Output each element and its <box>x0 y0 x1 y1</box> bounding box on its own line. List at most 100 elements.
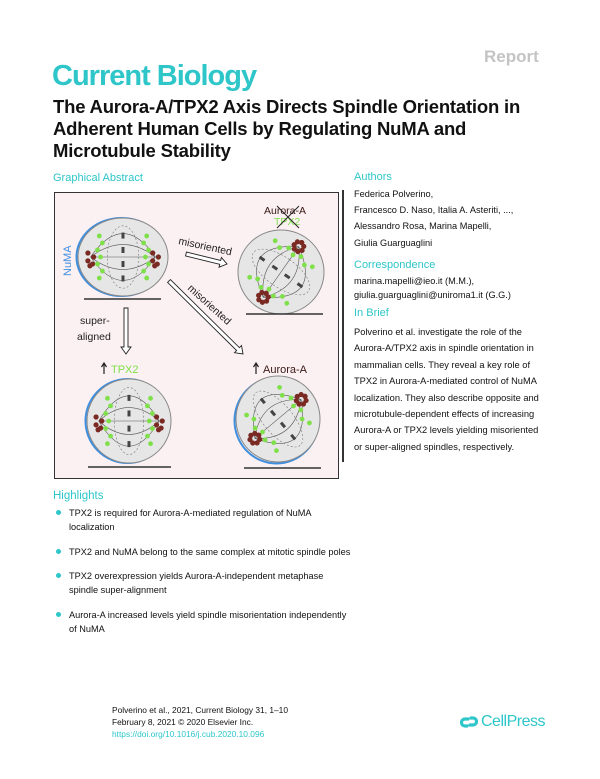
tpx2-dot <box>255 276 261 282</box>
chromosome <box>127 410 131 417</box>
aurora-a-dot <box>291 246 297 252</box>
tpx2-dot <box>98 254 103 260</box>
microtubule <box>98 407 160 422</box>
graphical-abstract-figure: NuMA misoriented misoriented super- alig… <box>62 205 325 469</box>
authors-heading: Authors <box>354 171 392 183</box>
journal-name: Current Biology <box>52 60 257 92</box>
aligned-label: aligned <box>77 331 111 343</box>
tpx2-dot <box>103 411 109 416</box>
microtubule <box>263 246 300 298</box>
tpx2-dot <box>141 240 146 246</box>
tpx2-dot <box>301 262 307 268</box>
tpx2-dot <box>96 275 102 281</box>
aurora-a-dot <box>85 258 91 264</box>
correspondence: marina.mapelli@ieo.it (M.M.), giulia.gua… <box>354 274 554 302</box>
tpx2-dot <box>277 384 282 390</box>
increase-arrow-icon <box>252 361 260 374</box>
aurora-a-dot <box>252 430 258 437</box>
astral-ring <box>113 387 144 455</box>
chromosome <box>290 433 297 441</box>
tpx2-dot <box>100 240 105 246</box>
chromosome <box>283 273 291 280</box>
aurora-a-dot <box>254 440 260 446</box>
aurora-a-dot <box>155 254 161 260</box>
aurora-a-dot <box>159 418 165 424</box>
tpx2-dot <box>291 403 296 409</box>
highlight-item: TPX2 is required for Aurora-A-mediated r… <box>54 506 354 534</box>
aurora-a-dot <box>300 401 307 407</box>
tpx2-dot <box>96 233 102 239</box>
tpx2-dot <box>146 418 152 424</box>
microtubule <box>98 420 160 435</box>
highlight-text: TPX2 is required for Aurora-A-mediated r… <box>69 508 312 532</box>
email-link[interactable]: marina.mapelli@ieo.it (M.M.), <box>354 276 475 286</box>
tpx2-dot <box>146 261 151 267</box>
email-link[interactable]: giulia.guarguaglini@uniroma1.it (G.G.) <box>354 290 511 300</box>
spindle <box>93 387 165 455</box>
cell-3 <box>84 378 172 468</box>
tpx2-dot <box>252 425 258 431</box>
cell-2 <box>237 229 325 315</box>
article-type: Report <box>484 47 539 66</box>
tpx2-dot <box>108 433 113 439</box>
astral-ring <box>106 225 140 289</box>
chromosome <box>127 425 131 432</box>
column-divider <box>342 190 344 462</box>
tpx2-dot <box>286 245 292 251</box>
highlights-list: TPX2 is required for Aurora-A-mediated r… <box>54 506 354 646</box>
chromosome <box>121 261 125 268</box>
aurora-a-dot <box>256 297 262 303</box>
tpx2-dot <box>148 395 153 401</box>
author-line: Francesco D. Naso, Italia A. Asteriti, .… <box>354 205 514 216</box>
tpx2-dot <box>307 420 312 426</box>
super-aligned-arrow <box>120 307 132 355</box>
tpx2-dot <box>279 392 285 398</box>
tpx2-dot <box>100 268 105 274</box>
cell-4 <box>233 375 321 469</box>
doi-link[interactable]: https://doi.org/10.1016/j.cub.2020.10.09… <box>112 729 265 739</box>
tpx2-dot <box>244 412 249 418</box>
tpx2-dot <box>106 418 112 424</box>
super-label: super- <box>80 315 110 327</box>
author-list: Federica Polverino, Francesco D. Naso, I… <box>354 186 554 251</box>
in-brief-heading: In Brief <box>354 307 389 319</box>
arrow-shape <box>120 307 132 355</box>
tpx2-dot <box>149 426 155 431</box>
highlight-item: TPX2 and NuMA belong to the same complex… <box>54 545 354 559</box>
citation: Polverino et al., 2021, Current Biology … <box>112 705 288 715</box>
tpx2-dot <box>146 247 151 253</box>
author-line: Giulia Guarguaglini <box>354 237 433 248</box>
increase-arrow-icon <box>100 361 108 374</box>
author-line: Federica Polverino, <box>354 189 434 199</box>
highlight-item: TPX2 overexpression yields Aurora-A-inde… <box>54 569 354 597</box>
tpx2-dot <box>95 261 100 267</box>
in-brief-text: Polverino et al. investigate the role of… <box>354 327 539 452</box>
chromosome <box>121 246 125 253</box>
bullet-icon <box>56 548 61 554</box>
tpx2-dot <box>288 395 294 401</box>
tpx2-dot <box>290 252 296 258</box>
footer-citation: Polverino et al., 2021, Current Biology … <box>112 704 288 740</box>
spindle <box>247 238 315 306</box>
tpx2-dot <box>284 300 290 306</box>
arrow-shape <box>166 278 244 355</box>
aurora-a-dot <box>93 422 99 428</box>
highlight-item: Aurora-A increased levels yield spindle … <box>54 608 354 636</box>
highlight-text: Aurora-A increased levels yield spindle … <box>69 609 347 634</box>
highlights-heading: Highlights <box>53 490 104 502</box>
highlight-text: TPX2 overexpression yields Aurora-A-inde… <box>69 571 324 595</box>
aurora-a-dot <box>91 254 97 260</box>
aurora-a-dot <box>93 414 99 420</box>
chromosome <box>296 282 304 289</box>
aurora-a-dot <box>256 432 262 438</box>
aurora-a-dot <box>294 393 300 400</box>
tpx2-dot <box>277 245 283 251</box>
aurora-a-dot <box>263 298 270 304</box>
chromosome <box>269 409 277 417</box>
tpx2-dot <box>279 293 285 299</box>
spindle <box>244 384 312 454</box>
tpx2-dot <box>105 441 110 447</box>
aurora-a-dot <box>263 290 269 296</box>
chromosome <box>121 275 125 282</box>
tpx2-dot <box>95 247 100 253</box>
